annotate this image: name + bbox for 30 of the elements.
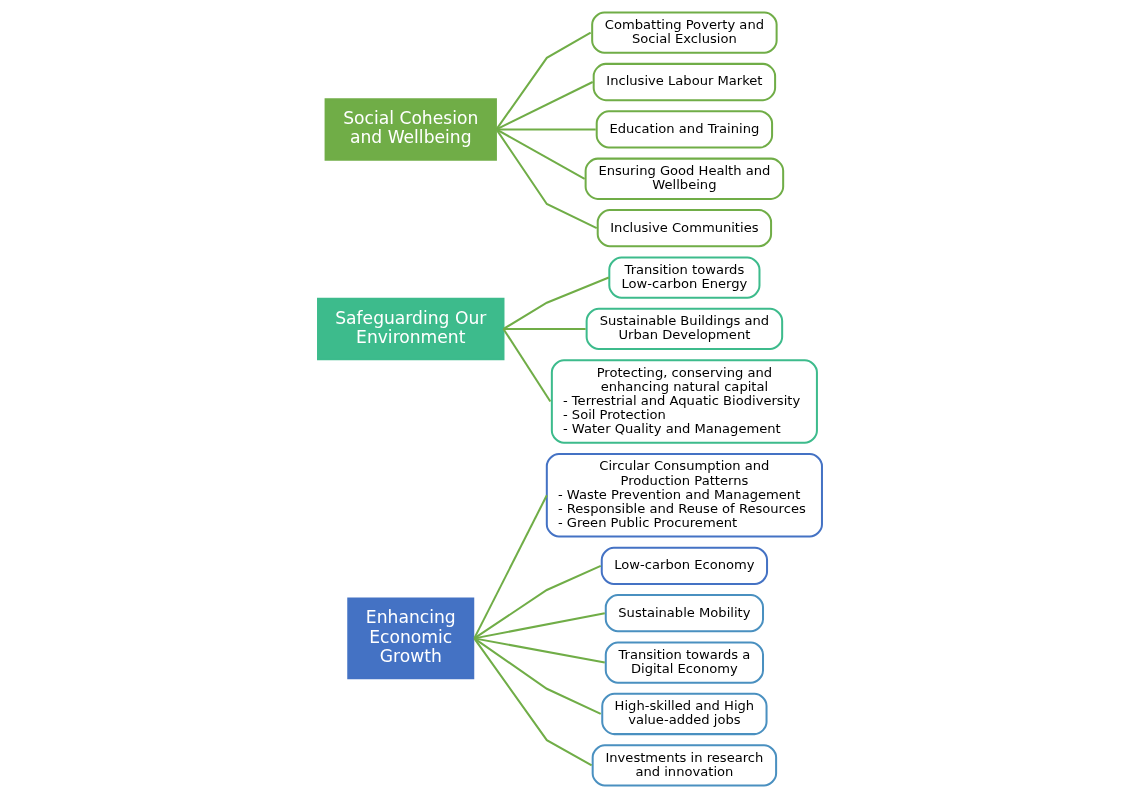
node-box: Protecting, conserving and enhancing natural capital - Terrestrial and Aquatic Biodiversity - Soil Protection - Water Quality and Management <box>550 359 818 444</box>
node-box: Inclusive Communities <box>596 209 772 248</box>
connector <box>472 494 548 639</box>
connector <box>495 81 593 131</box>
connector <box>473 564 601 640</box>
node-box: Investments in research and innovation <box>591 744 777 787</box>
node-box: Low-carbon Economy <box>600 546 768 585</box>
connector <box>495 128 597 230</box>
node-box: Social Cohesion and Wellbeing <box>324 98 497 161</box>
node-box: Ensuring Good Health and Wellbeing <box>584 157 784 200</box>
connector <box>472 637 592 767</box>
node-box: Circular Consumption and Production Patterns - Waste Prevention and Management - Responsible and Reuse of Resources - Green Public Procurement <box>545 452 823 538</box>
connector <box>502 328 551 403</box>
node-box: Combatting Poverty and Social Exclusion <box>590 11 778 54</box>
connector <box>502 276 609 330</box>
connector <box>473 637 601 715</box>
node-box: Safeguarding Our Environment <box>316 297 504 361</box>
connector <box>503 327 586 330</box>
node-box: Transition towards a Digital Economy <box>604 641 764 684</box>
connector <box>495 128 585 180</box>
connector <box>495 31 591 130</box>
node-box: Education and Training <box>595 110 773 149</box>
node-box: High-skilled and High value-added jobs <box>600 692 768 736</box>
connector <box>473 637 605 664</box>
node-box: Sustainable Buildings and Urban Development <box>585 307 783 351</box>
connector <box>495 128 596 131</box>
node-box: Transition towards Low-carbon Energy <box>607 256 760 299</box>
node-box: Sustainable Mobility <box>604 594 764 633</box>
node-box: Enhancing Economic Growth <box>346 597 474 680</box>
node-box: Inclusive Labour Market <box>592 62 776 102</box>
